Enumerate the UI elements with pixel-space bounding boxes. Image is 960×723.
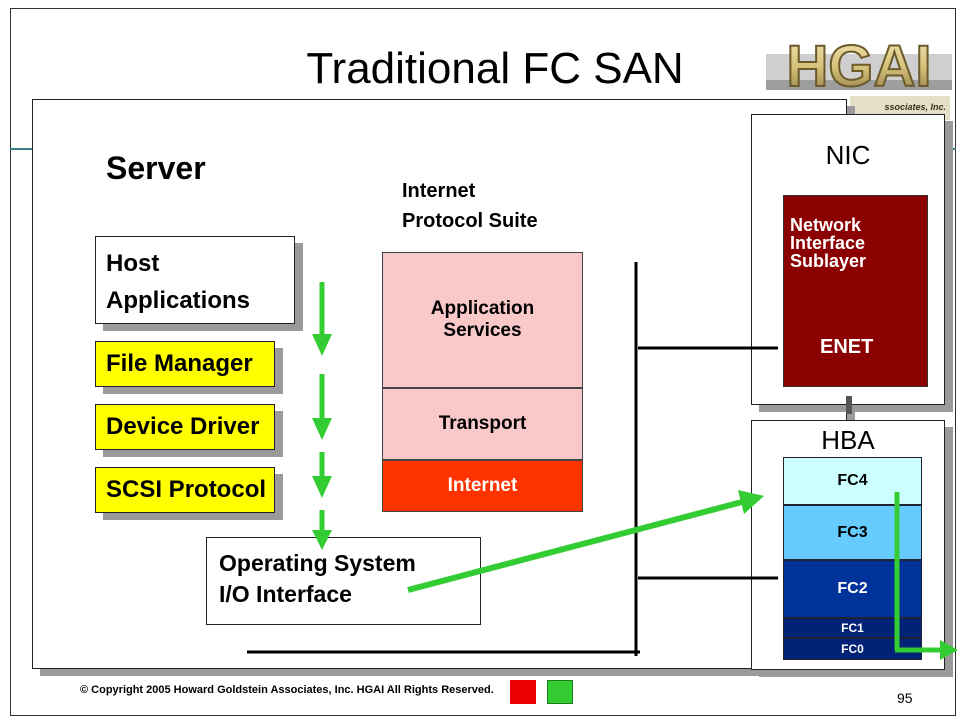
nic-enet-label: ENET — [820, 336, 874, 358]
file-manager-box: File Manager — [95, 341, 275, 387]
nav-next-button[interactable] — [547, 680, 573, 704]
ip-application-services-layer: Application Services — [382, 252, 583, 388]
nav-previous-button[interactable] — [510, 680, 536, 704]
down-arrow-4 — [312, 530, 332, 550]
network-interface-sublayer: Network Interface Sublayer ENET — [783, 195, 928, 387]
host-applications-box: Host Applications — [95, 236, 295, 324]
logo-text: HGAI — [787, 34, 932, 99]
green-down-arrows — [312, 282, 332, 550]
ip-internet-layer: Internet — [382, 460, 583, 512]
hba-exit-arrowhead — [940, 640, 958, 660]
diagonal-arrow — [407, 499, 743, 593]
server-label: Server — [106, 150, 206, 186]
hgai-logo: HGAI — [766, 33, 952, 100]
copyright-footer: © Copyright 2005 Howard Goldstein Associ… — [80, 684, 494, 696]
nic-sublayer-label: Network Interface Sublayer — [790, 215, 867, 271]
slide-frame — [10, 8, 956, 716]
fc1-layer: FC1 — [783, 618, 922, 638]
device-driver-box: Device Driver — [95, 404, 275, 450]
nic-title: NIC — [825, 140, 871, 170]
page-number: 95 — [897, 690, 913, 706]
down-arrow-3 — [312, 476, 332, 498]
ip-transport-layer: Transport — [382, 388, 583, 460]
hba-title: HBA — [821, 425, 875, 455]
ip-suite-label: Internet Protocol Suite — [402, 180, 538, 232]
diagonal-arrowhead — [738, 490, 764, 514]
down-arrow-2 — [312, 418, 332, 440]
scsi-protocol-box: SCSI Protocol — [95, 467, 275, 513]
slide-title: Traditional FC SAN — [306, 44, 684, 93]
